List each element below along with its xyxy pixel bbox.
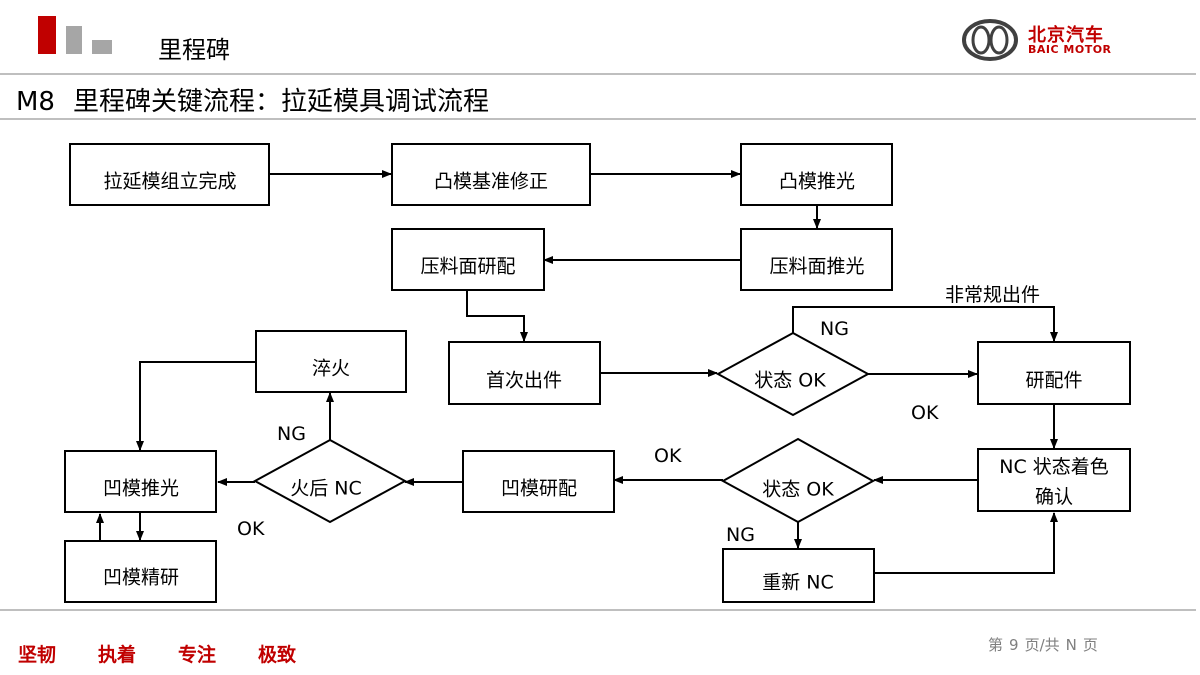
node-box-die-polish — [64, 450, 217, 513]
node-diamond-state-ok-1 — [715, 331, 871, 417]
node-box-punch-polish — [740, 143, 893, 206]
page-mid: 页/共 — [1024, 636, 1060, 654]
node-box-punch-datum-fix — [391, 143, 591, 206]
page-current: 9 — [1009, 636, 1019, 654]
edge-label-ok: OK — [237, 518, 265, 540]
edge-label-ng: NG — [726, 524, 755, 546]
node-box-first-part — [448, 341, 601, 405]
node-box-die-grind — [462, 450, 615, 513]
footer-slogan: 执着 — [98, 644, 137, 666]
node-box-binder-polish — [740, 228, 893, 291]
node-box-grind-part — [977, 341, 1131, 405]
edge-label-ok: OK — [911, 402, 939, 424]
page-suffix: 页 — [1082, 636, 1098, 654]
node-diamond-state-ok-2 — [720, 437, 876, 524]
header-title: 里程碑 — [158, 36, 230, 64]
edge-label-ng: NG — [277, 423, 306, 445]
node-box-renew-nc — [722, 548, 875, 603]
edge-label-ok: OK — [654, 445, 682, 467]
node-punch-polish: 凸模推光 — [779, 171, 855, 193]
node-box-nc-color-check — [977, 448, 1131, 512]
node-after-fire-nc: 火后 NC — [290, 478, 362, 500]
node-box-quench — [255, 330, 407, 393]
node-box-binder-grind — [391, 228, 545, 291]
node-grind-part: 研配件 — [1025, 370, 1082, 392]
header-divider — [0, 73, 1196, 75]
edge-quench-to-die-polish — [136, 361, 256, 451]
baic-logo: 北京汽车 BAIC MOTOR — [962, 18, 1122, 62]
edge-label-abnormal-part: 非常规出件 — [945, 284, 1041, 306]
node-binder-polish: 压料面推光 — [769, 256, 864, 278]
node-box-die-fine-grind — [64, 540, 217, 603]
node-nc-color-check: NC 状态着色确认 — [999, 456, 1109, 508]
header-deco-red-bar — [38, 16, 56, 54]
title-divider — [0, 118, 1196, 120]
page-total: N — [1065, 636, 1077, 654]
footer-divider — [0, 609, 1196, 611]
node-assembly-done: 拉延模组立完成 — [103, 171, 236, 193]
footer-slogan: 坚韧 — [18, 644, 57, 666]
footer-slogan: 专注 — [178, 644, 217, 666]
slide-title: M8 里程碑关键流程：拉延模具调试流程 — [16, 81, 489, 118]
header-deco-gray-bar — [66, 26, 82, 54]
slide-number: M8 — [16, 87, 55, 117]
node-die-fine-grind: 凹模精研 — [103, 567, 179, 589]
page-prefix: 第 — [988, 636, 1004, 654]
edge-label-ng: NG — [820, 318, 849, 340]
slide-title-text: 里程碑关键流程：拉延模具调试流程 — [72, 87, 489, 117]
logo-text-cn: 北京汽车 — [1028, 25, 1104, 46]
edge-binder-grind-to-first-part — [466, 290, 528, 342]
header-deco-gray-bar — [92, 40, 112, 54]
baic-emblem-icon — [962, 19, 1018, 61]
edge-state1-ng-loop — [792, 306, 1058, 342]
logo-text-en: BAIC MOTOR — [1028, 43, 1112, 56]
node-binder-grind: 压料面研配 — [420, 256, 515, 278]
node-die-polish: 凹模推光 — [103, 478, 179, 500]
node-first-part: 首次出件 — [486, 370, 562, 392]
node-quench: 淬火 — [312, 358, 350, 380]
node-state-ok-2: 状态 OK — [762, 479, 834, 501]
node-renew-nc: 重新 NC — [762, 572, 834, 594]
node-state-ok-1: 状态 OK — [754, 370, 826, 392]
node-die-grind: 凹模研配 — [501, 478, 577, 500]
edge-renew-nc-to-nc-check — [874, 512, 1058, 574]
node-box-assembly-done — [69, 143, 270, 206]
node-diamond-after-fire-nc — [252, 438, 408, 524]
node-punch-datum-fix: 凸模基准修正 — [434, 171, 548, 193]
footer-slogan: 极致 — [258, 644, 297, 666]
